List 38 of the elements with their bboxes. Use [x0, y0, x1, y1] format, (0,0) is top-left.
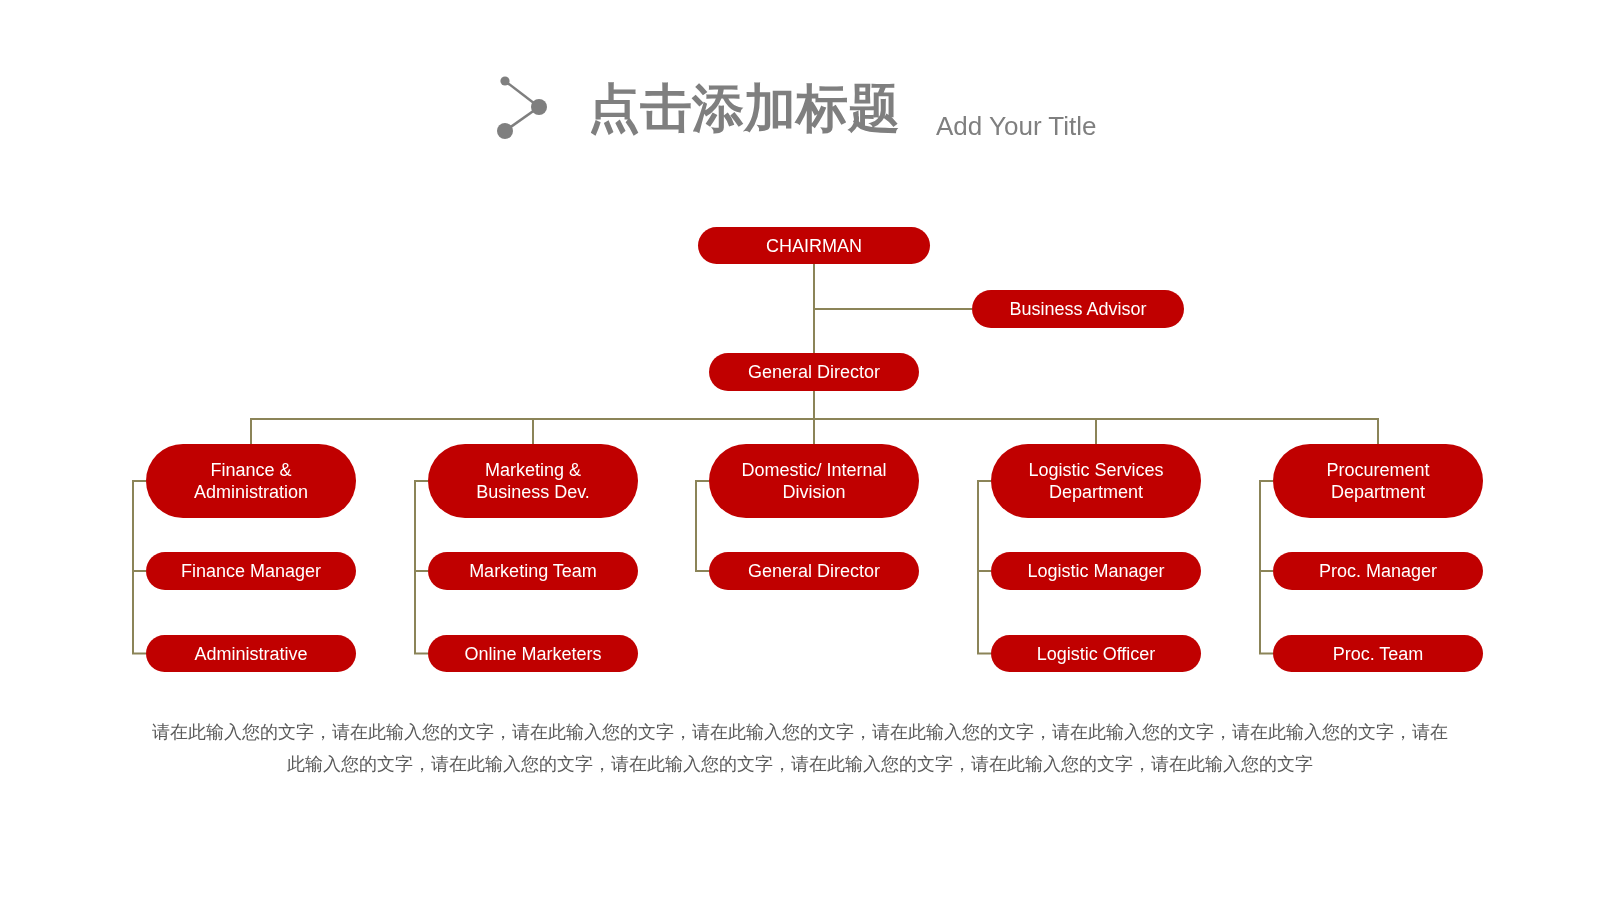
role-title: Marketing & Business Dev.	[475, 459, 591, 503]
connector-line	[414, 480, 429, 655]
role-title: Logistic Services Department	[1027, 459, 1165, 503]
role-title: Marketing Team	[469, 560, 597, 582]
role-title: Online Marketers	[464, 642, 602, 665]
role-title: Proc. Team	[1332, 642, 1424, 665]
slide-title: 点击添加标题	[588, 77, 900, 140]
role-title: Finance Manager	[180, 560, 322, 582]
role-title: Domestic/ Internal Division	[740, 459, 888, 503]
connector-line	[1259, 480, 1274, 655]
role-pill	[709, 552, 919, 590]
role-pill	[146, 552, 356, 590]
role-title: Logistic Manager	[1027, 560, 1165, 582]
role-pill	[709, 353, 919, 391]
role-pill	[991, 552, 1201, 590]
role-pill	[1273, 635, 1483, 672]
role-pill	[1273, 552, 1483, 590]
connector-line	[695, 480, 710, 572]
body-paragraph: 请在此输入您的文字，请在此输入您的文字，请在此输入您的文字，请在此输入您的文字，请在此输入您的文字，请在此输入您的文字，请在此输入您的文字，请在此输入您的文字，请在此输入您的文字，请在此输入您的文字，请在此输入您的文字，请在此输入您的文字，请在此输入您的文字	[151, 721, 1449, 776]
role-title: Logistic Officer	[1036, 642, 1156, 665]
connector-line	[132, 480, 147, 655]
role-title: Proc. Manager	[1318, 560, 1438, 582]
role-pill	[428, 635, 638, 672]
role-title: Procurement Department	[1325, 459, 1431, 503]
role-pill	[991, 635, 1201, 672]
role-title: General Director	[747, 560, 880, 582]
role-title: Finance & Administration	[192, 459, 309, 503]
role-pill	[698, 227, 930, 264]
role-title: General Director	[747, 361, 880, 383]
role-pill	[428, 552, 638, 590]
role-title: CHAIRMAN	[766, 234, 862, 257]
connector-line	[813, 263, 973, 310]
connector-line	[977, 480, 992, 655]
role-title: Business Advisor	[1009, 298, 1147, 320]
role-pill	[146, 635, 356, 672]
slide-subtitle: Add Your Title	[936, 111, 1097, 141]
role-title: Administrative	[194, 642, 308, 665]
role-pill	[972, 290, 1184, 328]
